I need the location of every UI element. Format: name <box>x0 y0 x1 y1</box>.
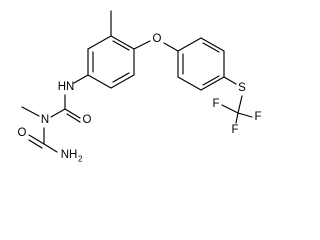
s-cf3-bond <box>237 95 243 114</box>
ring-b-double-bond <box>202 42 220 53</box>
ring-b-bond <box>200 37 225 52</box>
ring-b-bond <box>177 76 202 91</box>
atom-amine-subscript: 2 <box>78 155 83 164</box>
structure-drawing: O S F F F HN O N O NH 2 <box>18 10 262 164</box>
molecule-diagram: O S F F F HN O N O NH 2 <box>18 10 262 164</box>
n-methyl-bond <box>21 106 40 117</box>
atom-nh-linker: HN <box>58 81 75 93</box>
atom-nitrogen-methyl: N <box>41 114 49 126</box>
atom-oxygen-carbonyl-2: O <box>18 127 27 139</box>
atom-fluorine-2: F <box>254 111 261 123</box>
atom-oxygen-ether: O <box>153 33 162 45</box>
ring-a <box>87 35 135 89</box>
ring-a-bond <box>87 35 112 50</box>
atom-oxygen-carbonyl-1: O <box>83 114 92 126</box>
atom-amine: NH <box>61 149 78 161</box>
atom-fluorine-1: F <box>212 98 219 110</box>
carbonyl-1-double <box>66 113 81 123</box>
ring-b-bond <box>177 37 202 52</box>
c-f-bond <box>221 104 239 114</box>
aryl-nh-bond <box>73 74 89 84</box>
atom-fluorine-3: F <box>231 124 238 136</box>
ring-a-double-bond <box>112 72 130 83</box>
carbonyl-2-bond <box>28 134 45 145</box>
carbonyl-1-bond <box>64 108 81 119</box>
ring-a-double-bond <box>112 40 130 51</box>
ether-bond-left <box>133 40 151 50</box>
ring-b-bond <box>200 76 225 91</box>
carbonyl-2-double <box>28 139 43 149</box>
amine-bond <box>43 143 58 153</box>
carbonyl-n-bond <box>50 108 66 118</box>
c-f-bond <box>235 112 239 124</box>
thio-bond <box>223 76 237 85</box>
ring-a-bond <box>87 74 112 89</box>
ether-bond-right <box>163 42 179 52</box>
c-f-bond <box>237 112 253 118</box>
ring-b <box>177 37 225 91</box>
ring-a-bond <box>110 74 135 89</box>
ring-a-bond <box>110 35 135 50</box>
atom-sulfur: S <box>238 82 246 94</box>
ring-b-double-bond <box>202 75 220 86</box>
